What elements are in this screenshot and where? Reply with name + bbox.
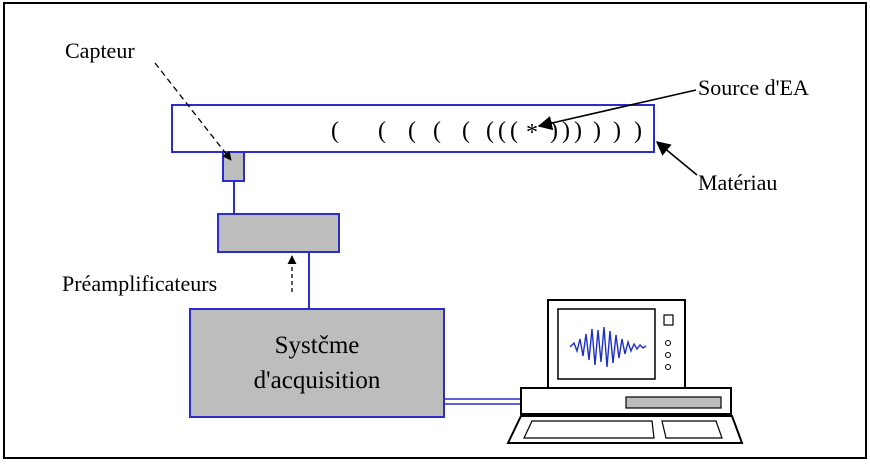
acquisition-system-label-line2: d'acquisition (254, 367, 381, 394)
wave-right-1: ) (550, 118, 558, 144)
wave-right-4: ) (593, 118, 601, 144)
wave-right-6: ) (634, 118, 642, 144)
acquisition-system-box (189, 308, 445, 418)
outer-frame (3, 2, 867, 459)
label-source-ea: Source d'EA (698, 75, 809, 100)
materiau-pointer (655, 141, 698, 176)
computer-icon (506, 299, 744, 444)
wave-right-3: ) (574, 118, 582, 144)
wave-center-star: * (526, 120, 538, 146)
wave-fronts: ( ( ( ( ( ( ( ( * ) ) ) ) ) ) (331, 118, 642, 146)
monitor-knob-3 (665, 364, 671, 370)
label-preamplificateurs: Préamplificateurs (62, 271, 217, 296)
wave-left-6: ( (486, 118, 494, 144)
wave-right-5: ) (613, 118, 621, 144)
monitor-button-1 (663, 314, 674, 326)
acquisition-system-label-line1: Systčme (275, 332, 360, 359)
wave-right-2: ) (562, 118, 570, 144)
preamplifier-box (217, 213, 340, 253)
source-ea-pointer (537, 89, 697, 131)
monitor-knob-2 (665, 352, 671, 358)
keyboard (506, 415, 744, 444)
wave-left-8: ( (510, 118, 518, 144)
wave-left-7: ( (498, 118, 506, 144)
wave-left-1: ( (331, 118, 339, 144)
keyboard-numpad (661, 420, 723, 439)
wave-left-5: ( (462, 118, 470, 144)
sensor-box (222, 151, 245, 182)
monitor-knob-1 (665, 340, 671, 346)
wave-left-3: ( (408, 118, 416, 144)
wave-left-4: ( (433, 118, 441, 144)
capteur-pointer (154, 62, 232, 161)
waveform-icon (569, 326, 647, 368)
wave-left-2: ( (378, 118, 386, 144)
label-capteur: Capteur (65, 38, 135, 63)
label-materiau: Matériau (698, 170, 777, 195)
material-bar (171, 104, 655, 153)
keyboard-keys (523, 420, 655, 439)
disk-drive (625, 396, 722, 409)
